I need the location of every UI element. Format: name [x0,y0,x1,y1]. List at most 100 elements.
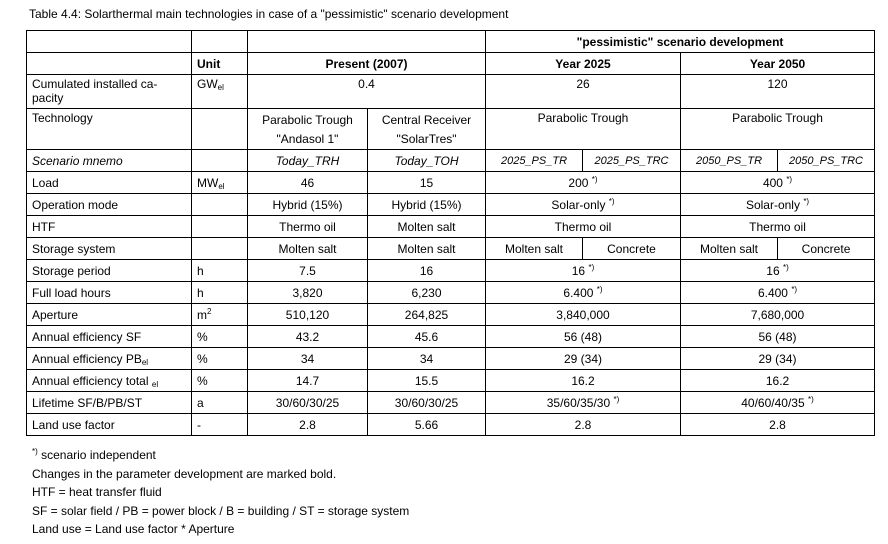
row-label: Lifetime SF/B/PB/ST [26,391,192,414]
table-row-operation: Operation mode Hybrid (15%) Hybrid (15%)… [26,193,876,216]
y2050-value: 6.400 *) [679,281,876,304]
row-label: Storage period [26,259,192,282]
unit-cell: GWel [191,74,248,109]
present-a-value: 30/60/30/25 [247,391,368,414]
blank-cell [191,30,248,53]
present-header: Present (2007) [247,52,486,75]
y2025-value: 35/60/35/30 *) [485,391,681,414]
present-b-value: Molten salt [367,237,486,260]
present-b-value: 16 [367,259,486,282]
present-a-value: Thermo oil [247,215,368,238]
unit-cell: % [191,369,248,392]
unit-header: Unit [191,52,248,75]
y2050-value: 120 [679,74,876,109]
y2050-value: 29 (34) [679,347,876,370]
y2025-value: 29 (34) [485,347,681,370]
y2025-value: Thermo oil [485,215,681,238]
table-row-capacity: Cumulated installed ca-pacity GWel 0.4 2… [26,74,876,109]
scenario-header: "pessimistic" scenario development [484,30,876,53]
unit-cell [191,149,248,172]
table-notes: *) scenario independent Changes in the p… [32,446,409,539]
present-b-value: 6,230 [367,281,486,304]
present-b-value: Central Receiver "SolarTres" [367,108,486,150]
present-b-value: 15.5 [367,369,486,392]
present-a-value: Hybrid (15%) [247,193,368,216]
table-row-storage-period: Storage period h 7.5 16 16 *) 16 *) [26,259,876,282]
y2050-value: 56 (48) [679,325,876,348]
y2050-value: 2.8 [679,413,876,436]
row-label: Land use factor [26,413,192,436]
unit-cell [191,215,248,238]
header-row-years: Unit Present (2007) Year 2025 Year 2050 [26,52,876,75]
row-label: Aperture [26,303,192,326]
note-bold-changes: Changes in the parameter development are… [32,466,337,481]
present-b-value: Today_TOH [367,149,486,172]
y2050-a-value: 2050_PS_TR [680,149,778,172]
table-row-load: Load MWel 46 15 200 *) 400 *) [26,171,876,194]
present-b-value: 45.6 [367,325,486,348]
table-row-full-load: Full load hours h 3,820 6,230 6.400 *) 6… [26,281,876,304]
year-2050-header: Year 2050 [679,52,876,75]
row-label: Operation mode [26,193,192,216]
blank-cell [26,52,192,75]
table-caption: Table 4.4: Solarthermal main technologie… [29,7,509,21]
y2025-value: 56 (48) [485,325,681,348]
y2025-value: 2.8 [485,413,681,436]
present-b-value: 264,825 [367,303,486,326]
unit-cell [191,237,248,260]
y2025-b-value: 2025_PS_TRC [582,149,681,172]
present-a-value: Today_TRH [247,149,368,172]
row-label: Technology [26,108,192,150]
header-row-scenario: "pessimistic" scenario development [26,30,876,53]
y2025-a-value: Molten salt [485,237,583,260]
y2050-value: 16.2 [679,369,876,392]
unit-cell [191,108,248,150]
year-2025-header: Year 2025 [485,52,681,75]
unit-cell: m2 [191,303,248,326]
row-label: Cumulated installed ca-pacity [26,74,192,109]
table-row-htf: HTF Thermo oil Molten salt Thermo oil Th… [26,215,876,238]
present-a-value: 7.5 [247,259,368,282]
y2050-value: Thermo oil [679,215,876,238]
unit-cell: h [191,281,248,304]
present-a-value: Molten salt [247,237,368,260]
present-a-value: 2.8 [247,413,368,436]
y2050-b-value: 2050_PS_TRC [776,149,876,172]
unit-cell: a [191,391,248,414]
y2050-value: 40/60/40/35 *) [679,391,876,414]
note-land-use: Land use = Land use factor * Aperture [32,522,235,536]
note-scenario-independent: *) scenario independent [32,447,156,463]
present-b-value: 34 [367,347,486,370]
present-a-value: Parabolic Trough "Andasol 1" [247,108,368,150]
y2025-value: 16.2 [485,369,681,392]
y2050-a-value: Molten salt [680,237,778,260]
y2025-value: 16 *) [485,259,681,282]
row-label: Storage system [26,237,192,260]
y2025-b-value: Concrete [582,237,681,260]
present-a-value: 3,820 [247,281,368,304]
blank-cell [26,30,192,53]
present-a-value: 46 [247,171,368,194]
present-a-value: 34 [247,347,368,370]
y2050-b-value: Concrete [776,237,876,260]
note-abbreviations: SF = solar field / PB = power block / B … [32,503,410,518]
present-a-value: 14.7 [247,369,368,392]
y2050-value: Parabolic Trough [679,108,876,150]
y2050-value: 16 *) [679,259,876,282]
table-row-eff-sf: Annual efficiency SF % 43.2 45.6 56 (48)… [26,325,876,348]
unit-cell: h [191,259,248,282]
table-row-storage: Storage system Molten salt Molten salt M… [26,237,876,260]
blank-cell [247,30,486,53]
table-row-mnemo: Scenario mnemo Today_TRH Today_TOH 2025_… [26,149,876,172]
row-label: Annual efficiency PBel [26,347,192,370]
y2025-value: 3,840,000 [485,303,681,326]
present-a-value: 43.2 [247,325,368,348]
table-row-aperture: Aperture m2 510,120 264,825 3,840,000 7,… [26,303,876,326]
row-label: HTF [26,215,192,238]
y2025-value: 200 *) [485,171,681,194]
y2050-value: 7,680,000 [679,303,876,326]
y2050-value: Solar-only *) [679,193,876,216]
unit-cell: - [191,413,248,436]
present-b-value: Molten salt [367,215,486,238]
row-label: Scenario mnemo [26,149,192,172]
